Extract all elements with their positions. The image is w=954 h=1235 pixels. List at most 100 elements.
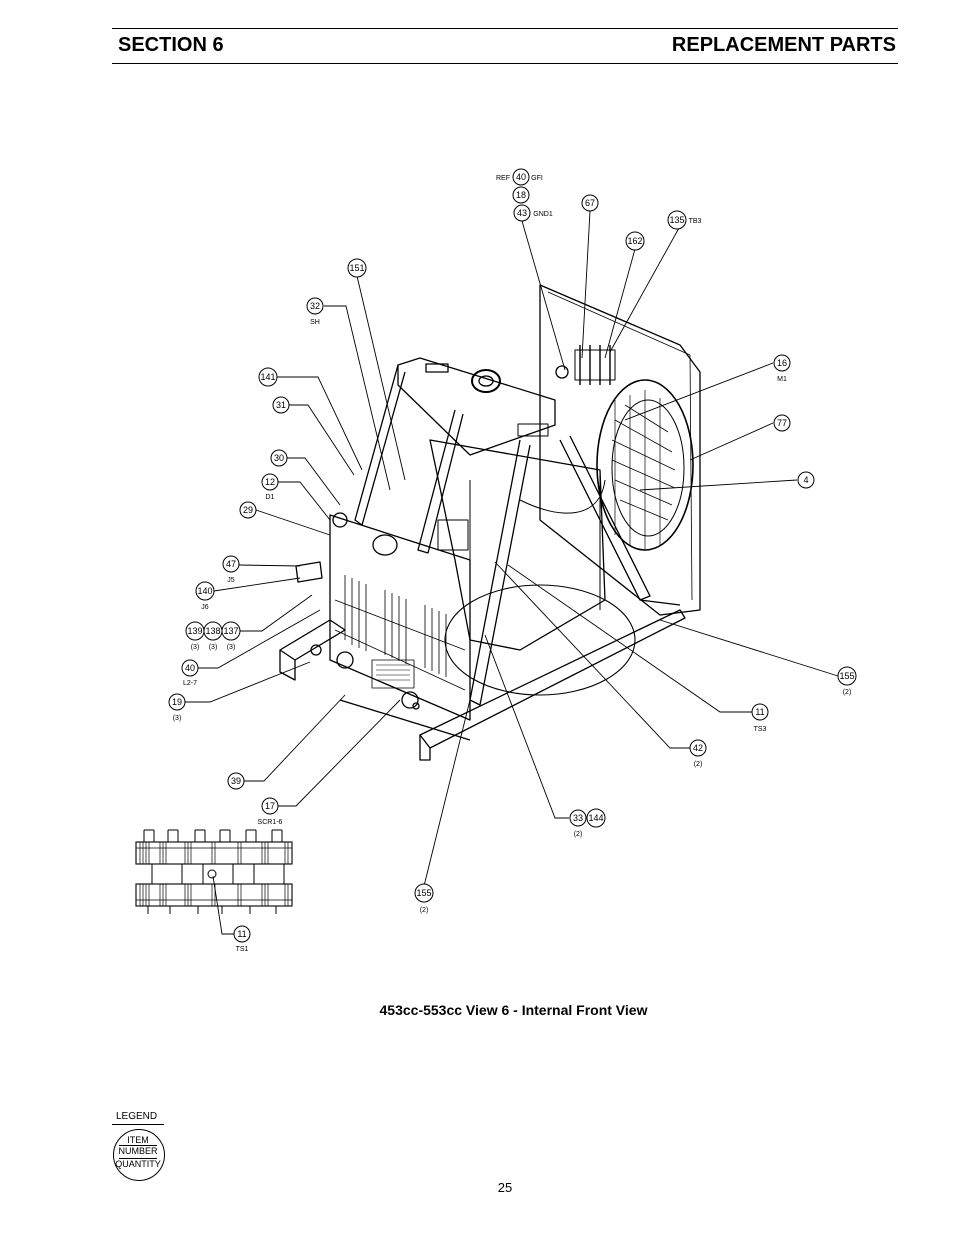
callout-138-qty: (3) — [209, 644, 218, 651]
callout-77-number: 77 — [777, 418, 787, 428]
legend-item-label: ITEM — [127, 1135, 149, 1145]
section-header: SECTION 6 REPLACEMENT PARTS — [112, 28, 898, 64]
callout-162-number: 162 — [627, 236, 642, 246]
callout-151: 151 — [347, 258, 367, 278]
callout-67-number: 67 — [585, 198, 595, 208]
callout-17-number: 17 — [265, 801, 275, 811]
callout-139-qty: (3) — [191, 644, 200, 651]
legend-rule — [112, 1124, 164, 1125]
item-callouts: REF 40 GFI 18 43 GND1 67 135 TB3 162 — [168, 168, 857, 953]
callout-135-number: 135 — [669, 215, 684, 225]
callout-33-qty: (2) — [574, 831, 583, 838]
callout-19: 19 (3) — [168, 693, 186, 722]
section-title: REPLACEMENT PARTS — [671, 34, 896, 56]
callout-47-ref: J5 — [227, 577, 235, 584]
callout-140-ref: J6 — [201, 604, 209, 611]
callout-67: 67 — [581, 194, 599, 212]
callout-140: 140 J6 — [195, 581, 215, 611]
legend: LEGEND ITEM NUMBER QUANTITY — [112, 1111, 168, 1181]
ts1-detail-drawing — [135, 829, 293, 914]
figure-caption: 453cc-553cc View 6 - Internal Front View — [379, 1002, 648, 1018]
callout-19-qty: (3) — [173, 715, 182, 722]
callout-39-number: 39 — [231, 776, 241, 786]
callout-47-number: 47 — [226, 559, 236, 569]
callout-40-gfi-ref: GFI — [531, 175, 543, 182]
legend-title: LEGEND — [116, 1111, 158, 1122]
callout-47: 47 J5 — [222, 555, 240, 584]
leader-lines — [185, 210, 839, 935]
callout-151-number: 151 — [349, 263, 364, 273]
callout-42: 42 (2) — [689, 739, 707, 768]
legend-divider — [119, 1145, 157, 1146]
callout-155-right: 155 (2) — [837, 666, 857, 696]
callout-139-number: 139 — [187, 626, 202, 636]
callout-137-number: 137 — [223, 626, 238, 636]
callout-16-ref: M1 — [777, 376, 787, 383]
page-number: 25 — [497, 1180, 513, 1195]
callout-77: 77 — [773, 414, 791, 432]
callout-135-ref: TB3 — [689, 218, 702, 225]
callout-32-number: 32 — [310, 301, 320, 311]
callout-4: 4 — [797, 471, 815, 489]
callout-12: 12 D1 — [261, 473, 279, 501]
callout-155-bottom-number: 155 — [416, 888, 431, 898]
callout-11-ts3-number: 11 — [755, 707, 764, 717]
callout-42-qty: (2) — [694, 761, 703, 768]
section-number: SECTION 6 — [118, 34, 224, 56]
callout-43: 43 GND1 — [513, 204, 553, 222]
callout-40-gfi: REF 40 GFI — [496, 168, 543, 186]
callout-155-right-number: 155 — [839, 671, 854, 681]
callout-30-number: 30 — [274, 453, 284, 463]
callout-16-number: 16 — [777, 358, 787, 368]
callout-32-ref: SH — [310, 319, 320, 326]
legend-number-label: NUMBER — [118, 1146, 158, 1156]
callout-40-l27: 40 L2-7 — [181, 659, 199, 687]
callout-137: 137 (3) — [221, 621, 241, 651]
callout-135: 135 TB3 — [667, 210, 702, 230]
callout-40-l27-number: 40 — [185, 663, 195, 673]
callout-141-number: 141 — [260, 372, 275, 382]
callout-162: 162 — [625, 231, 645, 251]
callout-17: 17 SCR1-6 — [258, 797, 283, 826]
callout-12-ref: D1 — [266, 494, 275, 501]
callout-155-bottom-qty: (2) — [420, 907, 429, 914]
legend-divider — [119, 1158, 157, 1159]
callout-31-number: 31 — [276, 400, 286, 410]
machine-drawing — [279, 284, 701, 761]
callout-33: 33 (2) — [569, 809, 587, 838]
callout-140-number: 140 — [197, 586, 212, 596]
callout-40-l27-ref: L2-7 — [183, 680, 197, 687]
callout-11-ts3: 11 TS3 — [751, 703, 769, 733]
callout-141: 141 — [258, 367, 278, 387]
callout-40-gfi-number: 40 — [516, 172, 526, 182]
callout-39: 39 — [227, 772, 245, 790]
callout-29-number: 29 — [243, 505, 253, 515]
callout-12-number: 12 — [265, 477, 275, 487]
callout-155-right-qty: (2) — [843, 689, 852, 696]
callout-42-number: 42 — [693, 743, 703, 753]
callout-18: 18 — [512, 186, 530, 204]
callout-31: 31 — [272, 396, 290, 414]
callout-137-qty: (3) — [227, 644, 236, 651]
callout-30: 30 — [270, 449, 288, 467]
callout-4-number: 4 — [803, 475, 808, 485]
callout-16: 16 M1 — [773, 354, 791, 383]
callout-43-ref: GND1 — [533, 211, 553, 218]
callout-17-ref: SCR1-6 — [258, 819, 283, 826]
legend-circle-icon — [113, 1129, 165, 1181]
legend-quantity-label: QUANTITY — [115, 1159, 161, 1169]
callout-139: 139 (3) — [185, 621, 205, 651]
callout-43-number: 43 — [517, 208, 527, 218]
callout-32: 32 SH — [306, 297, 324, 326]
callout-11-ts1-number: 11 — [237, 929, 246, 939]
callout-19-number: 19 — [172, 697, 182, 707]
callout-155-bottom: 155 (2) — [414, 883, 434, 914]
callout-11-ts1-ref: TS1 — [236, 946, 249, 953]
callout-18-number: 18 — [516, 190, 526, 200]
callout-40-gfi-prefix: REF — [496, 175, 510, 182]
callout-144-number: 144 — [588, 813, 603, 823]
callout-138-number: 138 — [205, 626, 220, 636]
callout-11-ts3-ref: TS3 — [754, 726, 767, 733]
callout-11-ts1: 11 TS1 — [233, 925, 251, 953]
